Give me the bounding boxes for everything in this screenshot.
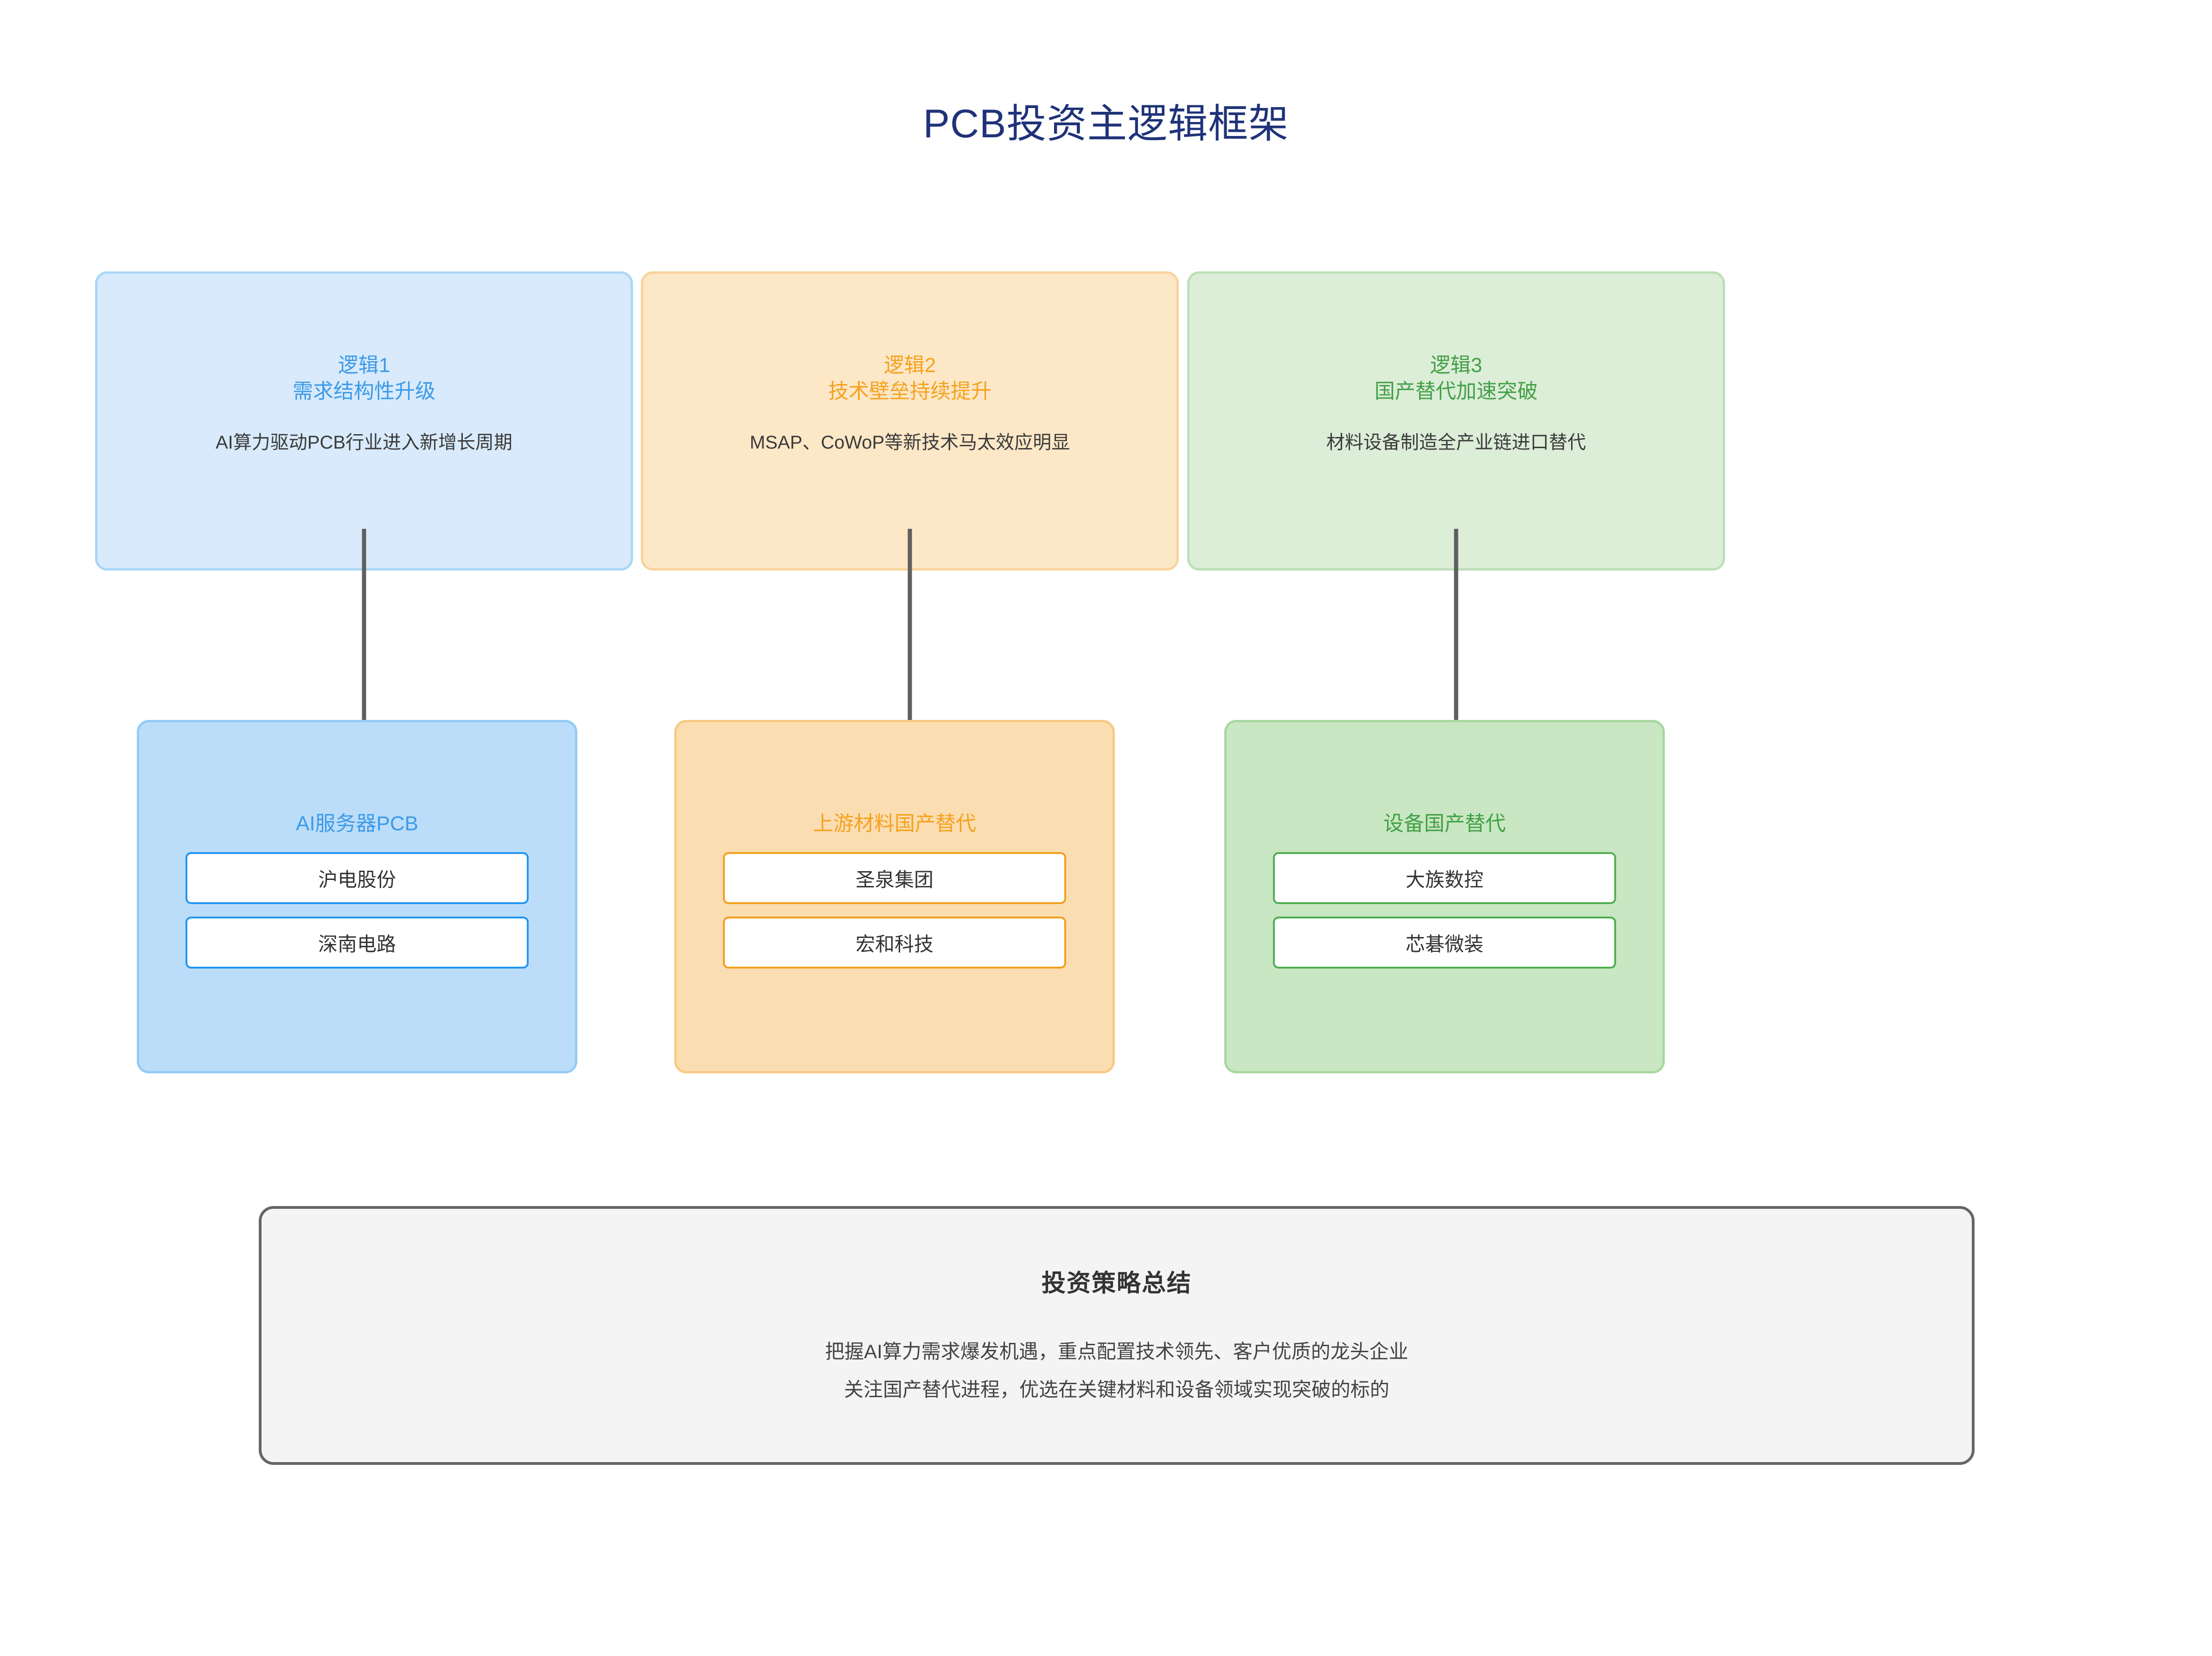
logic-column-2: 逻辑2 技术壁垒持续提升 MSAP、CoWoP等新技术马太效应明显 上游材料国产… <box>641 0 1179 1113</box>
logic-card-2-description: MSAP、CoWoP等新技术马太效应明显 <box>749 432 1070 453</box>
summary-line: 把握AI算力需求爆发机遇，重点配置技术领先、客户优质的龙头企业 <box>825 1341 1408 1362</box>
group-card-2-items: 圣泉集团 宏和科技 <box>677 852 1112 969</box>
stock-pill[interactable]: 宏和科技 <box>723 917 1066 969</box>
logic-card-1[interactable]: 逻辑1 需求结构性升级 AI算力驱动PCB行业进入新增长周期 <box>95 271 633 571</box>
group-card-3-items: 大族数控 芯碁微装 <box>1227 852 1662 969</box>
stock-pill[interactable]: 沪电股份 <box>185 852 529 904</box>
logic-card-1-description: AI算力驱动PCB行业进入新增长周期 <box>215 432 513 453</box>
logic-card-3-label: 逻辑3 <box>1430 354 1483 377</box>
group-card-1[interactable]: AI服务器PCB 沪电股份 深南电路 <box>137 720 577 1073</box>
stock-pill[interactable]: 芯碁微装 <box>1273 917 1616 969</box>
summary-line: 关注国产替代进程，优选在关键材料和设备领域实现突破的标的 <box>844 1378 1389 1400</box>
stock-pill[interactable]: 圣泉集团 <box>723 852 1066 904</box>
group-card-1-title: AI服务器PCB <box>295 812 419 835</box>
logic-card-3-description: 材料设备制造全产业链进口替代 <box>1326 432 1586 453</box>
logic-column-3: 逻辑3 国产替代加速突破 材料设备制造全产业链进口替代 设备国产替代 大族数控 … <box>1187 0 1725 1113</box>
logic-card-2-subtitle: 技术壁垒持续提升 <box>828 380 991 403</box>
investment-summary-box: 投资策略总结 把握AI算力需求爆发机遇，重点配置技术领先、客户优质的龙头企业 关… <box>259 1206 1975 1465</box>
group-card-2-title: 上游材料国产替代 <box>813 812 976 835</box>
group-card-3-title: 设备国产替代 <box>1383 812 1506 835</box>
summary-title: 投资策略总结 <box>1041 1270 1192 1297</box>
group-card-3[interactable]: 设备国产替代 大族数控 芯碁微装 <box>1224 720 1665 1073</box>
logic-card-2[interactable]: 逻辑2 技术壁垒持续提升 MSAP、CoWoP等新技术马太效应明显 <box>641 271 1179 571</box>
logic-card-3[interactable]: 逻辑3 国产替代加速突破 材料设备制造全产业链进口替代 <box>1187 271 1725 571</box>
logic-card-3-heading: 逻辑3 国产替代加速突破 <box>1375 353 1538 405</box>
group-card-2[interactable]: 上游材料国产替代 圣泉集团 宏和科技 <box>674 720 1115 1073</box>
summary-body: 把握AI算力需求爆发机遇，重点配置技术领先、客户优质的龙头企业 关注国产替代进程… <box>825 1333 1408 1409</box>
logic-card-2-heading: 逻辑2 技术壁垒持续提升 <box>828 353 991 405</box>
stock-pill[interactable]: 深南电路 <box>185 917 529 969</box>
logic-card-2-label: 逻辑2 <box>883 354 936 377</box>
group-card-1-items: 沪电股份 深南电路 <box>139 852 575 969</box>
logic-card-3-subtitle: 国产替代加速突破 <box>1375 380 1538 403</box>
logic-card-1-heading: 逻辑1 需求结构性升级 <box>293 353 435 405</box>
stock-pill[interactable]: 大族数控 <box>1273 852 1616 904</box>
logic-column-1: 逻辑1 需求结构性升级 AI算力驱动PCB行业进入新增长周期 AI服务器PCB … <box>95 0 633 1113</box>
logic-card-1-subtitle: 需求结构性升级 <box>293 380 435 403</box>
page-title: PCB投资主逻辑框架 <box>923 102 1289 146</box>
logic-card-1-label: 逻辑1 <box>338 354 390 377</box>
